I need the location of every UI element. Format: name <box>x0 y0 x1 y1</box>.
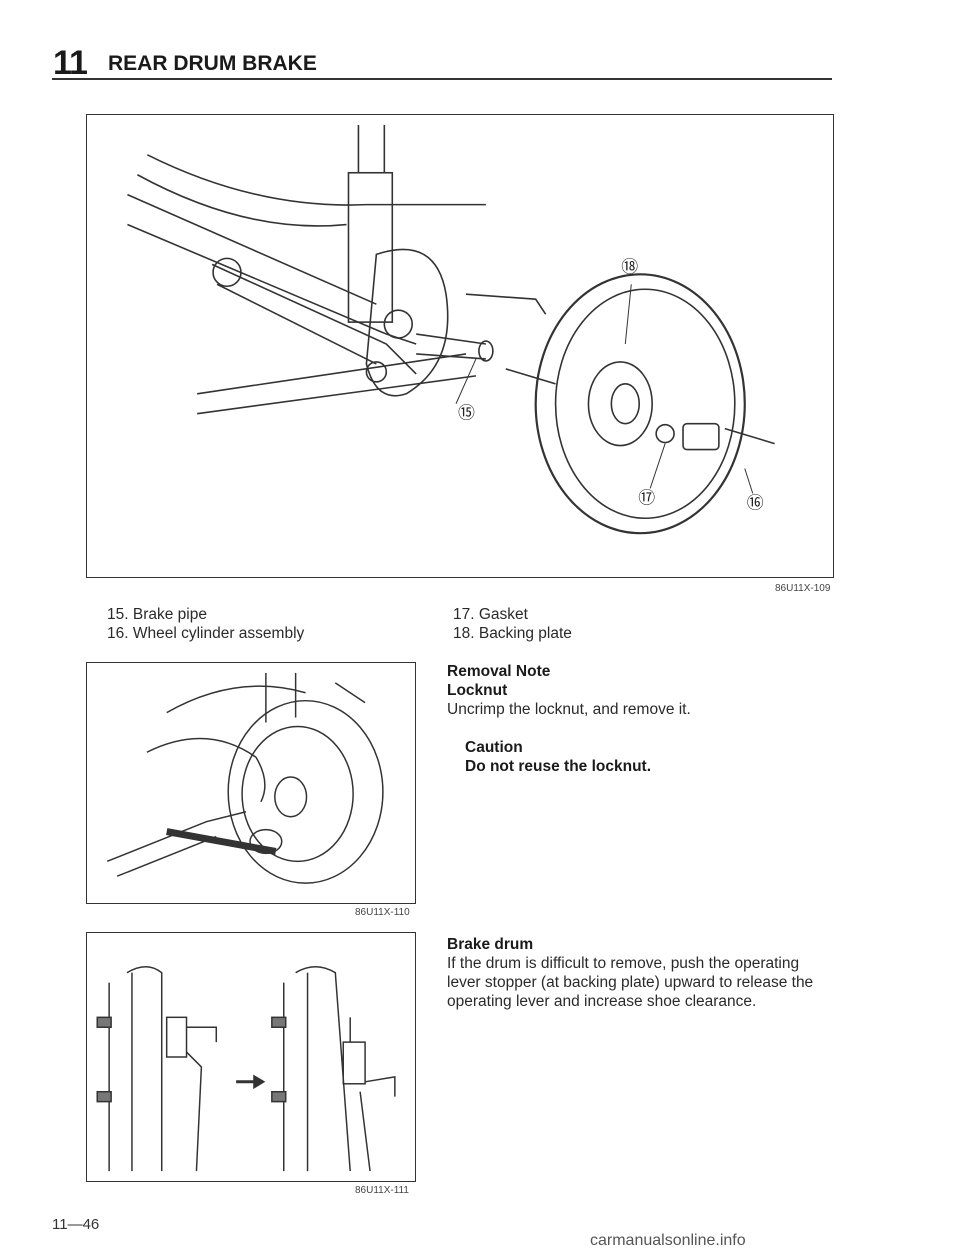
section-title: REAR DRUM BRAKE <box>108 52 317 75</box>
part-17: 17. Gasket <box>453 606 528 623</box>
locknut-text: Uncrimp the locknut, and remove it. <box>447 701 691 718</box>
callout-17: ⑰ <box>638 487 655 507</box>
exploded-view-illustration: ⑮ ⑯ ⑰ ⑱ <box>127 124 775 535</box>
page-number: 11—46 <box>52 1216 100 1233</box>
callout-18: ⑱ <box>621 256 638 276</box>
part-16: 16. Wheel cylinder assembly <box>107 625 305 642</box>
brake-drum-line-1: If the drum is difficult to remove, push… <box>447 955 800 972</box>
brake-drum-line-3: operating lever and increase shoe cleara… <box>447 993 757 1010</box>
brake-drum-heading: Brake drum <box>447 936 534 953</box>
part-15: 15. Brake pipe <box>107 606 207 623</box>
part-18: 18. Backing plate <box>453 625 572 642</box>
figure-lever-stopper <box>86 932 416 1182</box>
figure-code-110: 86U11X-110 <box>355 907 410 918</box>
caution-heading: Caution <box>465 739 523 756</box>
callout-15: ⑮ <box>458 403 475 423</box>
section-number: 11 <box>53 44 88 82</box>
brake-drum-line-2: lever stopper (at backing plate) upward … <box>447 974 814 991</box>
removal-note-heading: Removal Note <box>447 663 551 680</box>
callout-16: ⑯ <box>747 492 764 512</box>
caution-text: Do not reuse the locknut. <box>465 758 652 775</box>
header-rule <box>52 78 832 80</box>
figure-locknut-removal <box>86 662 416 904</box>
locknut-heading: Locknut <box>447 682 508 699</box>
locknut-removal-illustration <box>106 672 384 884</box>
lever-stopper-illustration <box>96 965 396 1172</box>
figure-code-111: 86U11X-111 <box>355 1185 409 1196</box>
figure-code-109: 86U11X-109 <box>775 583 831 594</box>
watermark: carmanualsonline.info <box>590 1232 746 1249</box>
figure-exploded-view: ⑮ ⑯ ⑰ ⑱ <box>86 114 834 578</box>
